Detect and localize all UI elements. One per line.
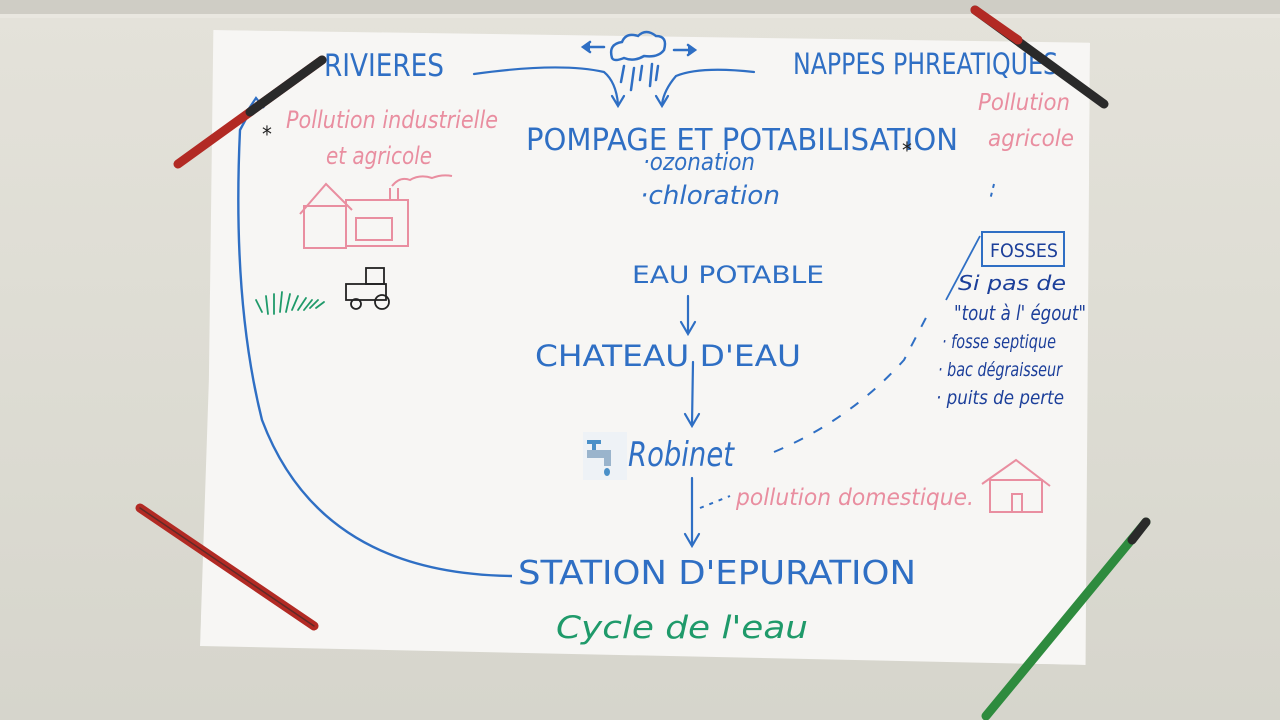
source-arrows xyxy=(472,66,756,109)
fosses-line-4: · bac dégraisseur xyxy=(938,359,1063,381)
fosses-line-3: · fosse septique xyxy=(942,331,1056,353)
wall-edge xyxy=(0,0,1280,14)
asterisk-mark-left: * xyxy=(262,123,272,148)
treatment-plant-label: STATION D'EPURATION xyxy=(518,553,916,592)
drinking-water-label: EAU POTABLE xyxy=(632,261,824,289)
agricultural-pollution-line2: agricole xyxy=(988,126,1074,152)
groundwater-label: NAPPES PHREATIQUES xyxy=(793,47,1058,81)
tap-label: Robinet xyxy=(628,435,735,475)
pin-icon xyxy=(981,517,1151,720)
water-tower-label: CHATEAU D'EAU xyxy=(535,339,801,373)
agricultural-pollution-line1: Pollution xyxy=(978,90,1070,116)
asterisk-mark-right: * xyxy=(902,139,912,164)
fosses-line-5: · puits de perte xyxy=(936,387,1064,409)
fosses-heading: FOSSES xyxy=(990,240,1058,262)
return-cycle-arrow xyxy=(237,103,513,578)
cloud-rain-icon xyxy=(580,30,698,92)
arrow-down-icon xyxy=(683,360,701,429)
factory-icon xyxy=(299,174,453,249)
treatment-heading: POMPAGE ET POTABILISATION xyxy=(526,123,958,158)
fosses-link xyxy=(773,309,931,453)
pin-icon xyxy=(173,55,327,169)
pin-icon xyxy=(970,5,1109,109)
domestic-pollution-label: pollution domestique. xyxy=(735,485,974,511)
diagram-title: Cycle de l'eau xyxy=(556,610,808,646)
house-icon xyxy=(981,458,1051,513)
rivers-label: RIVIERES xyxy=(324,48,444,84)
fosses-bracket xyxy=(945,235,981,301)
pin-icon xyxy=(135,503,319,631)
fosses-box xyxy=(981,231,1065,267)
arrow-down-icon xyxy=(679,294,697,337)
industrial-pollution-line2: et agricole xyxy=(326,142,432,170)
faucet-icon xyxy=(583,432,627,480)
grass-icon xyxy=(255,291,325,315)
fosses-line-2: "tout à l' égout" xyxy=(954,301,1086,325)
wall-edge-highlight xyxy=(0,14,1280,18)
agricultural-link xyxy=(989,183,995,201)
paper-poster xyxy=(200,30,1090,665)
arrow-down-icon xyxy=(683,476,701,549)
industrial-pollution-line1: Pollution industrielle xyxy=(286,106,498,134)
tractor-icon xyxy=(345,267,390,310)
treatment-step-ozonation: ·ozonation xyxy=(643,148,755,176)
treatment-step-chloration: ·chloration xyxy=(640,181,780,211)
fosses-line-1: Si pas de xyxy=(958,271,1066,295)
domestic-pollution-link xyxy=(699,495,731,509)
